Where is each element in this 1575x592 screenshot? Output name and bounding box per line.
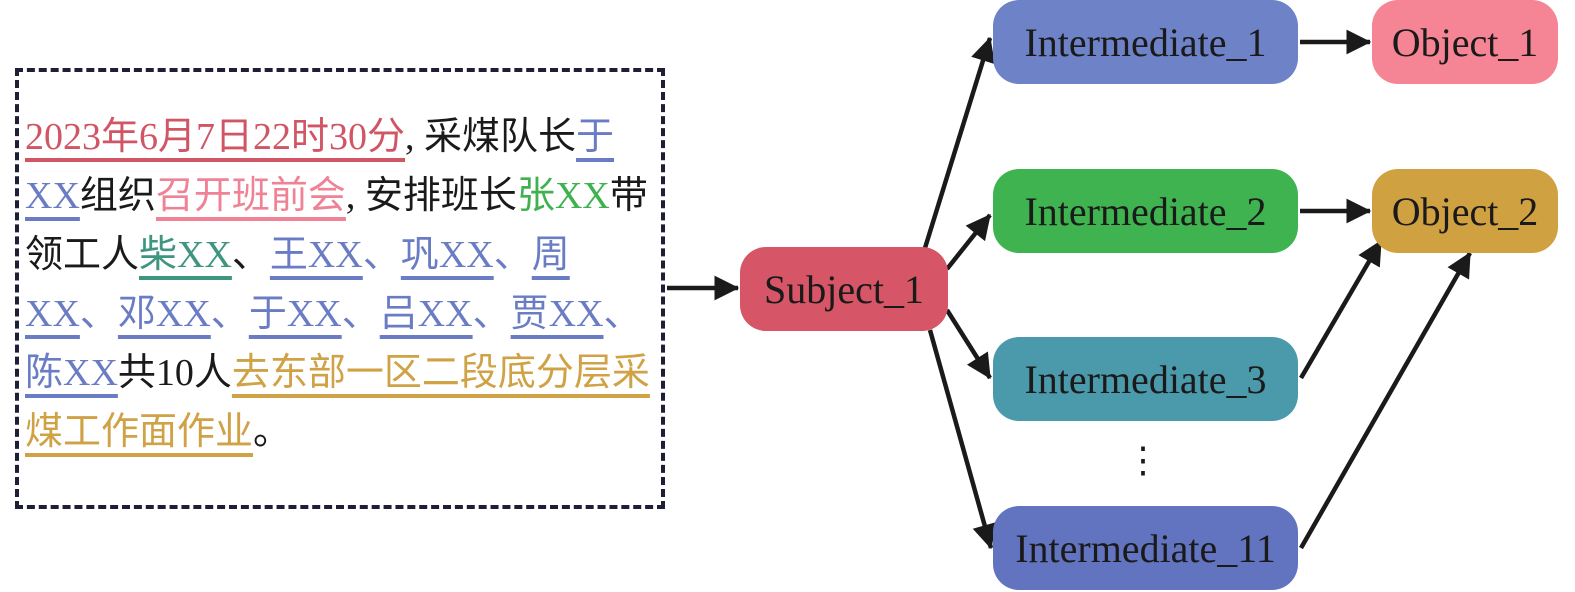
passage-segment-plain: 、 [210, 293, 249, 335]
passage-segment-plain: 、 [472, 293, 511, 335]
node-label: Subject_1 [764, 267, 924, 312]
passage-segment-worker: 贾XX [510, 293, 604, 335]
node-intermediate-1: Intermediate_1 [993, 0, 1298, 84]
node-intermediate-11: Intermediate_11 [993, 506, 1298, 590]
node-object-2: Object_2 [1372, 169, 1558, 253]
passage-segment-plain: 、 [493, 234, 532, 276]
passage-segment-location: 去东部一区二段底分层采煤工作面作业 [25, 352, 650, 453]
node-label: Intermediate_2 [1024, 189, 1266, 234]
edge-subject-1-to-intermediate-3 [945, 308, 992, 380]
node-box [993, 0, 1298, 84]
node-label: Intermediate_1 [1024, 20, 1266, 65]
node-label: Intermediate_3 [1024, 357, 1266, 402]
node-box [1372, 0, 1558, 84]
edge-intermediate-3-to-object-2 [1299, 239, 1383, 380]
edge-intermediate-11-to-object-2 [1299, 251, 1472, 550]
passage-segment-worker: 于XX [248, 293, 342, 335]
source-text-box: 2023年6月7日22时30分, 采煤队长于XX组织召开班前会, 安排班长张XX… [15, 68, 665, 509]
passage-segment-worker: 陈XX [25, 352, 118, 394]
passage-segment-plain: 、 [603, 293, 642, 335]
node-box [993, 337, 1298, 421]
passage-segment-worker: 吕XX [379, 293, 473, 335]
ellipsis-indicator: ⋮ [1125, 440, 1161, 480]
passage-segment-plain: 。 [253, 411, 292, 453]
passage-segment-worker: 柴XX [139, 234, 232, 276]
node-box [993, 169, 1298, 253]
passage-segment-event: 召开班前会 [155, 175, 346, 217]
passage-segment-plain: 共10人 [117, 352, 232, 394]
passage-segment-plain: 组织 [79, 175, 156, 217]
passage-segment-plain: , 安排班长 [345, 175, 517, 217]
edge-subject-1-to-intermediate-1 [922, 36, 995, 249]
edge-subject-1-to-intermediate-11 [927, 329, 997, 550]
passage-segment-worker: 邓XX [117, 293, 211, 335]
node-intermediate-3: Intermediate_3 [993, 337, 1298, 421]
node-box [1372, 169, 1558, 253]
annotated-passage: 2023年6月7日22时30分, 采煤队长于XX组织召开班前会, 安排班长张XX… [25, 108, 650, 462]
passage-segment-person: 于XX [25, 116, 615, 217]
node-object-1: Object_1 [1372, 0, 1558, 84]
node-box [740, 247, 948, 331]
passage-segment-worker: 巩XX [400, 234, 494, 276]
passage-segment-plain: 带领工人 [25, 175, 648, 276]
passage-segment-leader: 张XX [516, 175, 610, 217]
node-label: Intermediate_11 [1015, 526, 1276, 571]
passage-segment-time: 2023年6月7日22时30分 [25, 116, 406, 158]
passage-segment-plain: 、 [231, 234, 270, 276]
node-intermediate-2: Intermediate_2 [993, 169, 1298, 253]
passage-segment-plain: , 采煤队长 [405, 116, 577, 158]
passage-segment-worker: 王XX [269, 234, 363, 276]
node-label: Object_1 [1392, 20, 1539, 65]
edge-subject-1-to-intermediate-2 [945, 213, 992, 271]
node-box [993, 506, 1298, 590]
passage-segment-plain: 、 [79, 293, 118, 335]
passage-segment-worker: 周XX [25, 234, 570, 335]
node-label: Object_2 [1392, 189, 1539, 234]
passage-segment-plain: 、 [362, 234, 401, 276]
node-subject-1: Subject_1 [740, 247, 948, 331]
passage-segment-plain: 、 [341, 293, 380, 335]
